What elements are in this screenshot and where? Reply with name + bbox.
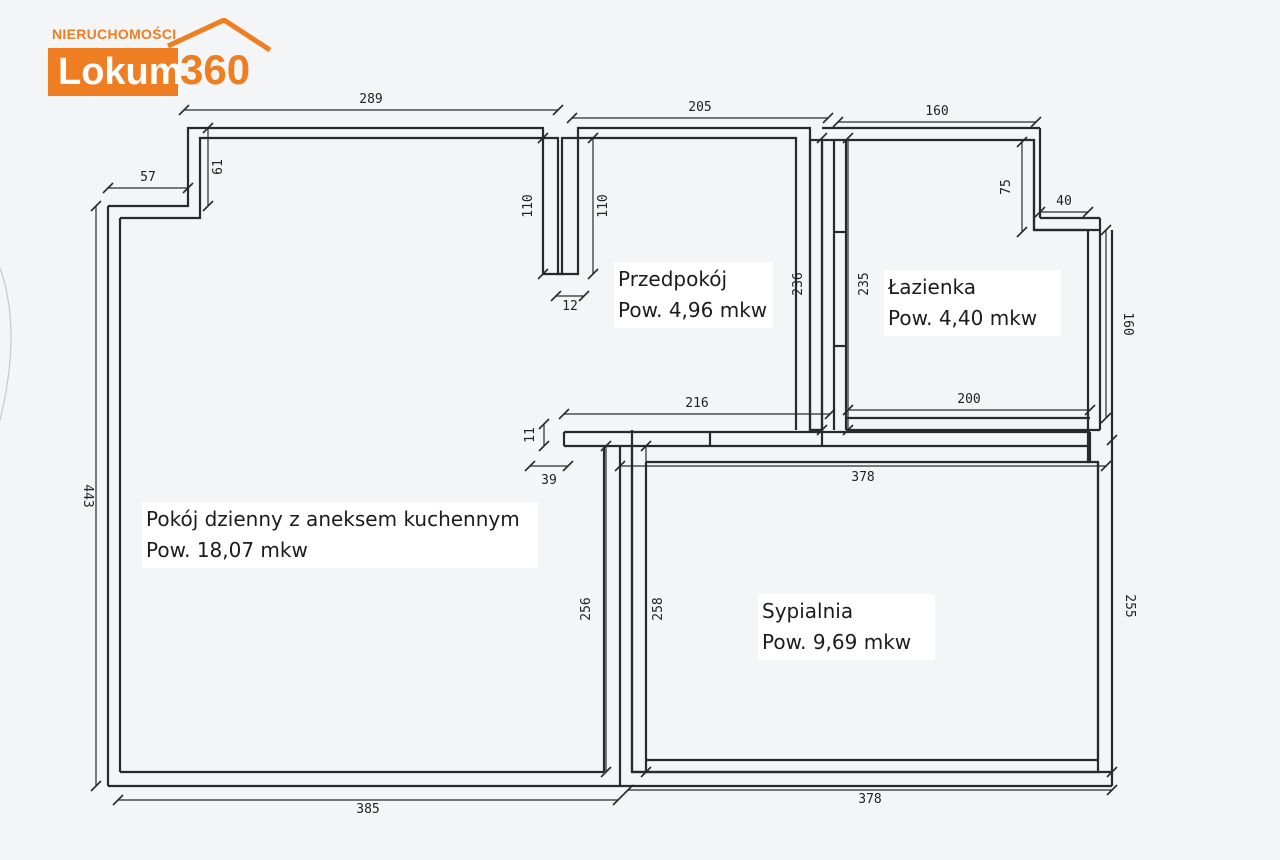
dimension-label-bedroom_left: 258 [651, 597, 666, 620]
dimension-label-left_height: 443 [80, 484, 95, 507]
dimension-label-partition_left: 110 [521, 194, 536, 217]
dimension-label-notch_width: 57 [140, 170, 156, 185]
dimension-label-wall_offset: 39 [541, 473, 557, 488]
house-roof-icon [166, 18, 272, 53]
logo-number: 360 [180, 46, 251, 93]
dimension-label-bottom_living: 385 [356, 802, 379, 817]
dimension-label-top_hall: 205 [688, 100, 711, 115]
dimension-label-bedroom_right: 255 [1122, 594, 1137, 617]
dimension-label-bottom_bedroom: 378 [858, 792, 881, 807]
dimension-label-living_right: 256 [579, 597, 594, 620]
dimension-label-partition_thickness: 12 [562, 299, 578, 314]
hall-bath-partition [808, 138, 824, 432]
room-area: Pow. 4,40 mkw [888, 306, 1038, 330]
dimension-label-notch_height: 61 [211, 159, 226, 175]
room-area: Pow. 18,07 mkw [146, 538, 308, 562]
room-label-bedroom: Sypialnia Pow. 9,69 mkw [758, 594, 936, 660]
dimension-label-partition_right: 110 [596, 194, 611, 217]
room-label-bathroom: Łazienka Pow. 4,40 mkw [884, 270, 1062, 336]
dimension-label-bath_right: 160 [1120, 312, 1135, 335]
room-name: Sypialnia [762, 599, 854, 623]
dimension-lines: 289 205 160 57 61 110 110 12 236 235 75 40 160 216 200… [80, 92, 1137, 817]
dimension-label-hall_wall: 236 [791, 272, 806, 295]
company-logo: NIERUCHOMOŚCI Lokum 360 [48, 18, 273, 100]
dimension-label-bath_wall_left: 235 [857, 272, 872, 295]
dimension-label-bath_notch_width: 40 [1056, 194, 1072, 209]
outer-wall-inner [120, 136, 798, 430]
room-name: Łazienka [888, 275, 977, 299]
paper-arc [0, 267, 12, 421]
room-area: Pow. 4,96 mkw [618, 298, 768, 322]
room-area: Pow. 9,69 mkw [762, 630, 912, 654]
dimension-label-wall_thickness: 11 [523, 427, 538, 443]
room-label-hallway: Przedpokój Pow. 4,96 mkw [614, 262, 774, 328]
room-name: Pokój dzienny z aneksem kuchennym [146, 507, 520, 531]
dimension-label-bedroom_top: 378 [851, 470, 874, 485]
dimension-label-bath_bottom: 200 [957, 392, 980, 407]
dimension-label-bath_notch_height: 75 [999, 179, 1014, 195]
dimension-label-top_living: 289 [359, 92, 382, 107]
dimension-label-hall_bottom: 216 [685, 396, 708, 411]
logo-brand: Lokum [48, 48, 183, 96]
logo-tagline: NIERUCHOMOŚCI [52, 26, 177, 42]
dimension-label-top_bath: 160 [925, 104, 948, 119]
room-label-living: Pokój dzienny z aneksem kuchennym Pow. 1… [142, 502, 538, 568]
room-name: Przedpokój [618, 267, 728, 291]
